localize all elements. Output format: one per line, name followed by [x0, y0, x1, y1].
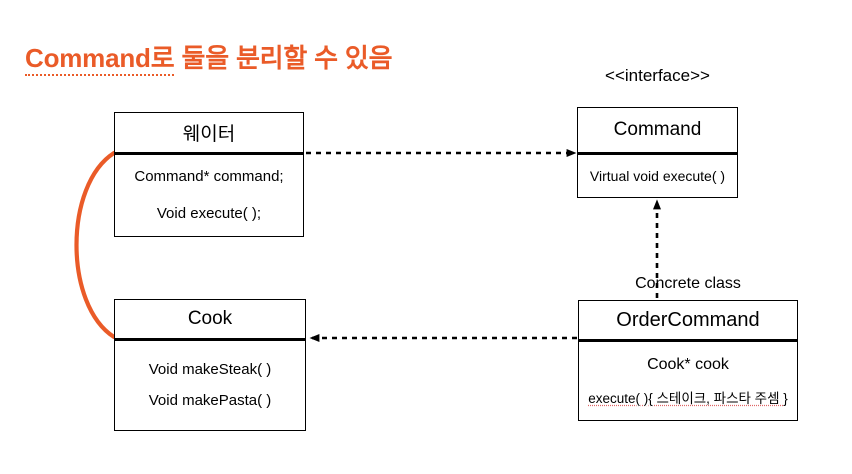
member-line: Cook* cook [647, 356, 729, 374]
class-members-cook: Void makeSteak( ) Void makePasta( ) [115, 341, 305, 430]
connector-waiter-to-cook-arc [74, 150, 117, 340]
member-line: Void makeSteak( ) [148, 361, 272, 379]
member-line-execute: execute( ){ 스테이크, 파스타 주셈 } [588, 390, 788, 408]
class-box-waiter[interactable]: 웨이터 Command* command; Void execute( ); [114, 112, 304, 237]
class-box-command[interactable]: Command Virtual void execute( ) [577, 107, 738, 198]
member-line: Void makePasta( ) [148, 391, 272, 409]
class-box-cook[interactable]: Cook Void makeSteak( ) Void makePasta( ) [114, 299, 306, 431]
member-line: Command* command; [134, 168, 284, 186]
member-execute-korean: 스테이크, 파스타 주셈 [656, 390, 784, 406]
class-members-ordercommand: Cook* cook execute( ){ 스테이크, 파스타 주셈 } [579, 342, 797, 420]
concrete-class-label: Concrete class [635, 275, 741, 292]
class-members-waiter: Command* command; Void execute( ); [115, 155, 303, 236]
page-title-underlined: Command로 [25, 43, 175, 76]
class-box-ordercommand[interactable]: OrderCommand Cook* cook execute( ){ 스테이크… [578, 300, 798, 421]
member-execute-tail: } [783, 390, 788, 406]
member-line: Void execute( ); [156, 204, 262, 222]
class-members-command: Virtual void execute( ) [578, 155, 737, 197]
class-name-waiter: 웨이터 [115, 113, 303, 155]
page-title: Command로 둘을 분리할 수 있음 [25, 38, 393, 76]
class-name-ordercommand: OrderCommand [579, 301, 797, 342]
class-name-cook: Cook [115, 300, 305, 341]
member-execute-code: execute( ){ [588, 390, 657, 406]
page-title-rest: 둘을 분리할 수 있음 [174, 43, 393, 73]
member-line: Virtual void execute( ) [589, 167, 726, 184]
class-name-command: Command [578, 108, 737, 155]
interface-stereotype-label: <<interface>> [605, 66, 710, 85]
